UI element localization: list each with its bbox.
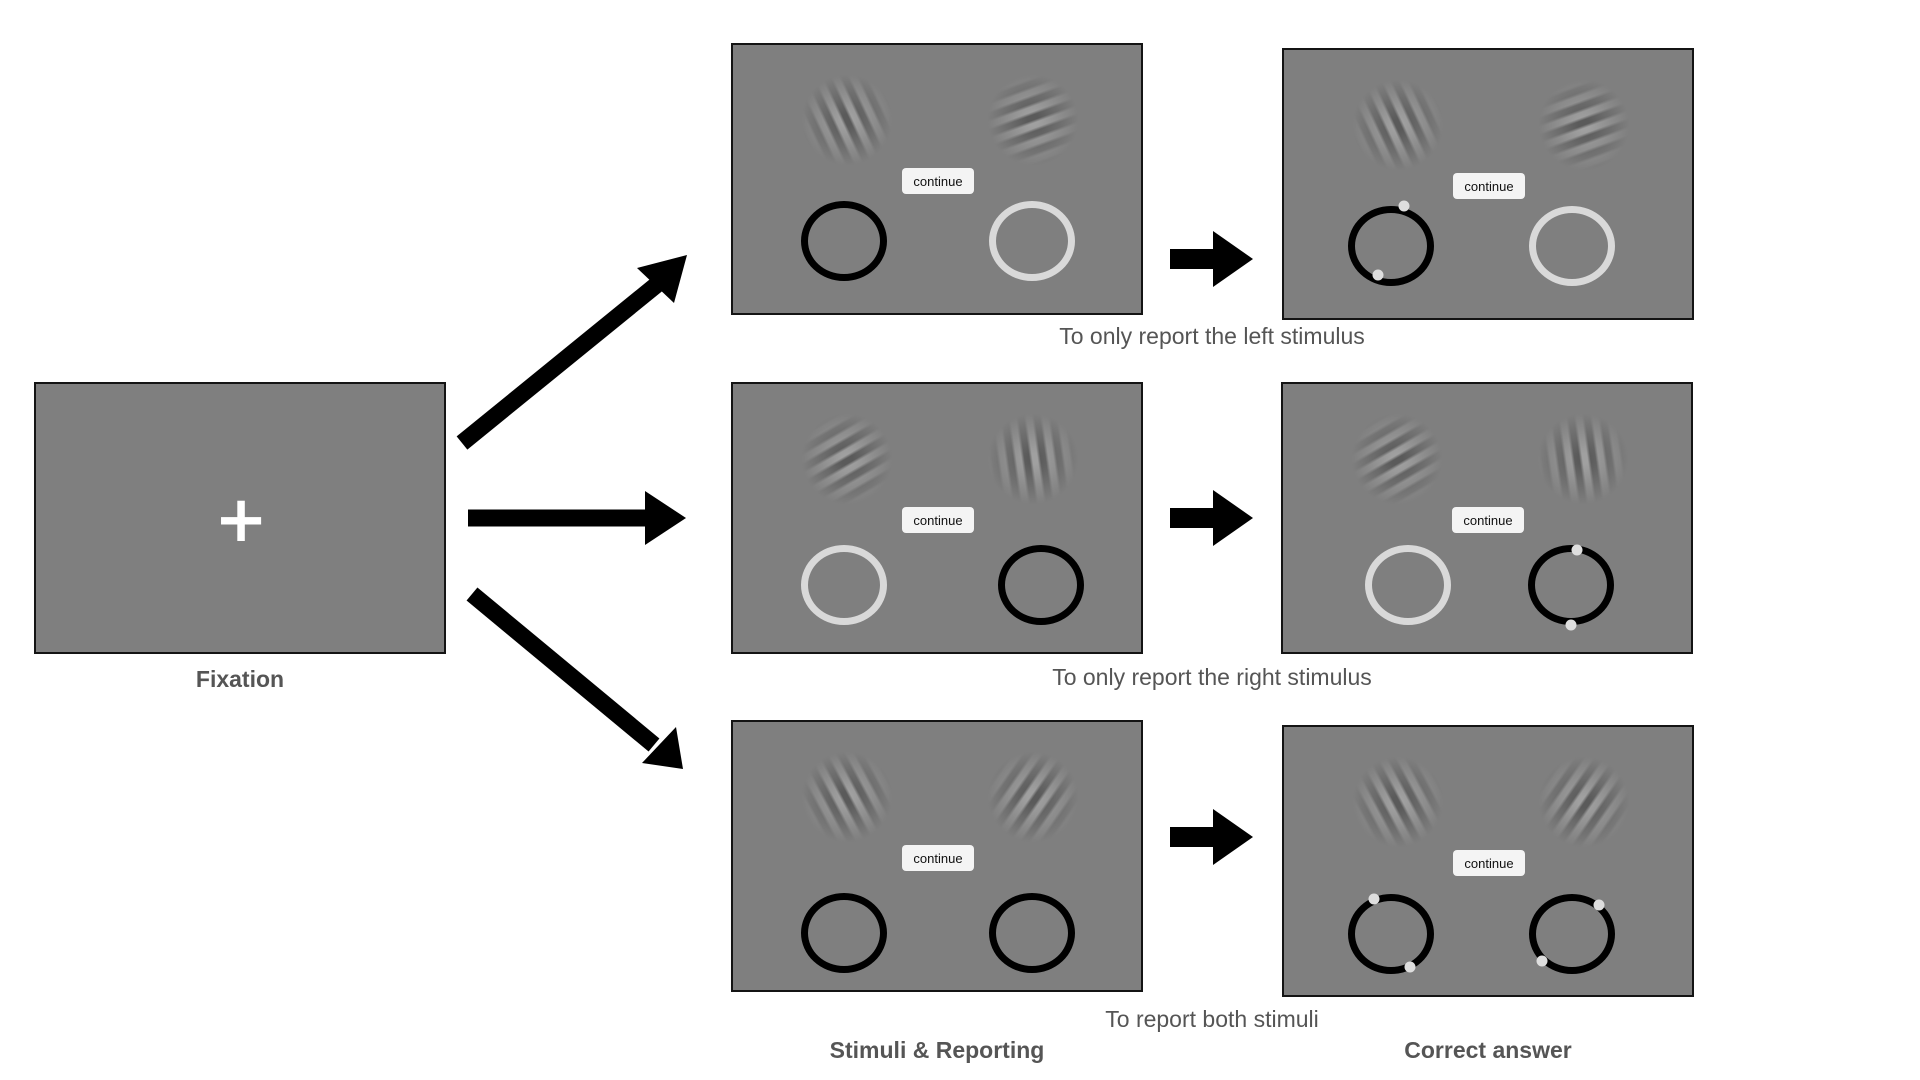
- response-marker: [1536, 955, 1548, 967]
- response-ring-right[interactable]: [998, 545, 1084, 625]
- response-marker: [1404, 961, 1416, 973]
- response-ring-right: [1529, 206, 1615, 286]
- fixation-screen: +: [34, 382, 446, 654]
- continue-button[interactable]: continue: [1452, 507, 1524, 533]
- grating-left: [797, 747, 897, 847]
- fixation-label: Fixation: [195, 666, 285, 692]
- stimuli-screen-both: continue: [731, 720, 1143, 992]
- response-marker: [1571, 544, 1583, 556]
- continue-button[interactable]: continue: [902, 168, 974, 194]
- grating-left: [797, 409, 897, 509]
- response-marker: [1593, 899, 1605, 911]
- response-ring-right[interactable]: [989, 893, 1075, 973]
- grating-right: [1533, 409, 1633, 509]
- response-ring-left[interactable]: [801, 201, 887, 281]
- fixation-cross-icon: +: [214, 483, 268, 557]
- arrow-answer-both: [1170, 809, 1253, 865]
- condition-caption-both: To report both stimuli: [1105, 1006, 1319, 1032]
- response-marker: [1398, 200, 1410, 212]
- arrow-answer-right: [1170, 490, 1253, 546]
- arrow-to-right-condition: [468, 491, 686, 545]
- arrow-to-both-condition: [466, 587, 683, 769]
- stimuli-screen-right: continue: [731, 382, 1143, 654]
- grating-right: [1534, 75, 1634, 175]
- response-marker: [1372, 269, 1384, 281]
- grating-right: [1534, 752, 1634, 852]
- response-ring-left: [801, 545, 887, 625]
- grating-left: [797, 70, 897, 170]
- condition-caption-left: To only report the left stimulus: [1059, 323, 1365, 349]
- answer-screen-both: continue: [1282, 725, 1694, 997]
- answer-screen-right: continue: [1281, 382, 1693, 654]
- answer-screen-left: continue: [1282, 48, 1694, 320]
- grating-right: [983, 747, 1083, 847]
- grating-right: [983, 409, 1083, 509]
- column-title-stimuli: Stimuli & Reporting: [829, 1037, 1045, 1063]
- response-marker: [1565, 619, 1577, 631]
- response-ring-left: [1348, 894, 1434, 974]
- response-ring-right: [1529, 894, 1615, 974]
- continue-button[interactable]: continue: [902, 845, 974, 871]
- continue-button[interactable]: continue: [902, 507, 974, 533]
- grating-left: [1348, 752, 1448, 852]
- response-marker: [1368, 893, 1380, 905]
- continue-button[interactable]: continue: [1453, 173, 1525, 199]
- condition-caption-right: To only report the right stimulus: [1052, 664, 1372, 690]
- arrow-to-left-condition: [456, 255, 687, 450]
- response-ring-right: [1528, 545, 1614, 625]
- stimuli-screen-left: continue: [731, 43, 1143, 315]
- column-title-answer: Correct answer: [1404, 1037, 1572, 1063]
- arrow-answer-left: [1170, 231, 1253, 287]
- response-ring-left: [1348, 206, 1434, 286]
- grating-right: [983, 70, 1083, 170]
- grating-left: [1348, 75, 1448, 175]
- grating-left: [1347, 409, 1447, 509]
- response-ring-right: [989, 201, 1075, 281]
- response-ring-left: [1365, 545, 1451, 625]
- continue-button[interactable]: continue: [1453, 850, 1525, 876]
- response-ring-left[interactable]: [801, 893, 887, 973]
